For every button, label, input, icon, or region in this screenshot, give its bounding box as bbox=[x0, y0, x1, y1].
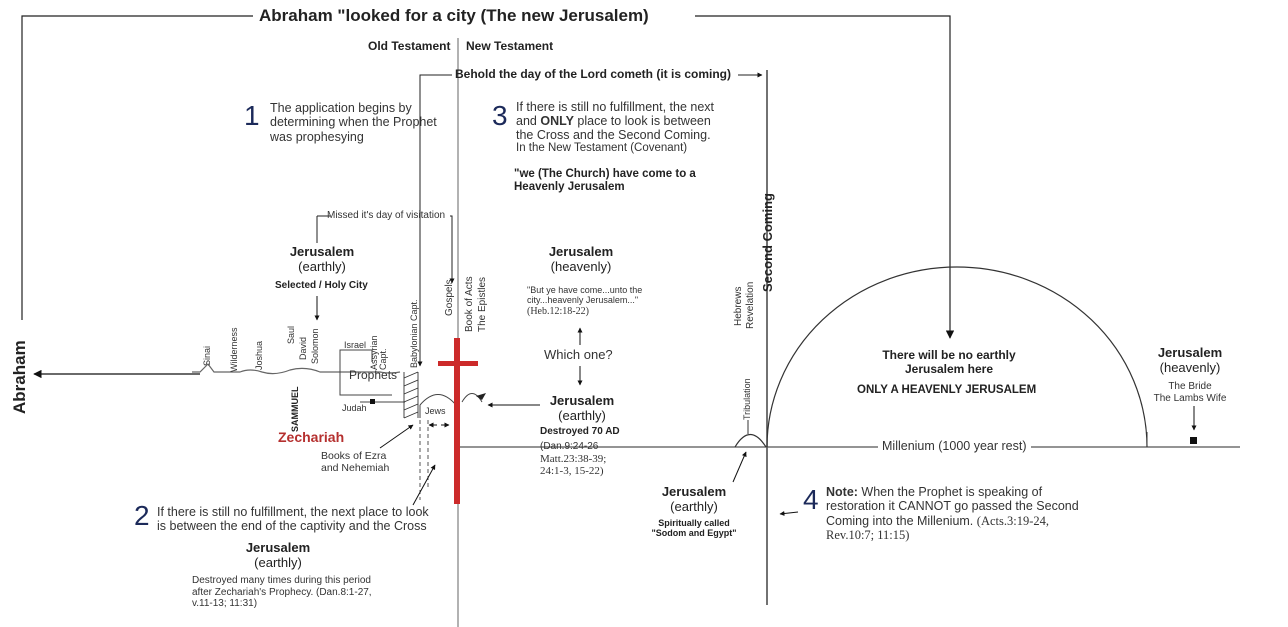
millenium-arch bbox=[766, 266, 1148, 448]
heavenly-quote: "But ye have come...unto the city...heav… bbox=[527, 285, 643, 317]
jerusalem-heavenly-nt: Jerusalem (heavenly) bbox=[548, 244, 614, 274]
no-earthly-jerusalem: There will be no earthly Jerusalem here bbox=[882, 348, 1016, 376]
abraham-label: Abraham bbox=[10, 340, 29, 414]
tribulation-arrow bbox=[732, 451, 747, 483]
samuel-label: SAMMUEL bbox=[290, 386, 300, 433]
gospels-arch bbox=[461, 393, 483, 403]
judah-label: Judah bbox=[342, 403, 367, 413]
diagram-title: Abraham "looked for a city (The new Jeru… bbox=[259, 6, 649, 25]
millenium-label: Millenium (1000 year rest) bbox=[878, 439, 1031, 454]
jerusalem-step2: Jerusalem (earthly) bbox=[245, 540, 311, 570]
step2-text: If there is still no fulfillment, the ne… bbox=[157, 505, 429, 534]
saul-label: Saul bbox=[286, 325, 296, 344]
only-heavenly-label: ONLY A HEAVENLY JERUSALEM bbox=[857, 384, 1037, 396]
revelation-label: Revelation bbox=[745, 281, 756, 329]
bride-marker bbox=[1190, 437, 1197, 444]
jews-arch bbox=[419, 394, 457, 406]
sodom-egypt: Spiritually called "Sodom and Egypt" bbox=[651, 518, 737, 539]
solomon-label: Solomon bbox=[310, 328, 320, 364]
step2-arrow bbox=[412, 464, 436, 506]
judah-marker bbox=[370, 399, 375, 404]
israel-label: Israel bbox=[344, 340, 367, 350]
tribulation-arch bbox=[734, 433, 767, 448]
step1-number: 1 bbox=[244, 100, 260, 131]
second-coming-label: Second Coming bbox=[760, 193, 775, 292]
step4-text: Note: When the Prophet is speaking of re… bbox=[826, 485, 1079, 543]
cross-horizontal bbox=[438, 361, 478, 366]
new-testament-label: New Testament bbox=[466, 39, 554, 53]
behold-bracket-left bbox=[417, 74, 452, 367]
wilderness-label: Wilderness bbox=[229, 327, 239, 372]
prophets-bracket bbox=[339, 372, 392, 396]
david-label: David bbox=[298, 336, 308, 360]
sinai-label: Sinai bbox=[202, 345, 212, 366]
joshua-label: Joshua bbox=[254, 340, 264, 370]
cross-vertical bbox=[454, 338, 460, 504]
jerusalem-tribulation: Jerusalem (earthly) bbox=[661, 484, 727, 514]
church-text: "we (The Church) have come to a Heavenly… bbox=[514, 168, 696, 194]
destroyed-70ad: Destroyed 70 AD bbox=[540, 426, 620, 437]
ezra-arrow bbox=[379, 424, 414, 449]
jews-label: Jews bbox=[425, 406, 446, 416]
step4-arrow bbox=[779, 511, 799, 516]
step2-details: Destroyed many times during this period … bbox=[192, 575, 372, 609]
step2-number: 2 bbox=[134, 500, 150, 531]
behold-label: Behold the day of the Lord cometh (it is… bbox=[455, 67, 732, 81]
gospels-label: Gospels bbox=[444, 279, 455, 316]
jerusalem-bride: Jerusalem (heavenly) bbox=[1157, 345, 1223, 375]
old-testament-label: Old Testament bbox=[368, 39, 451, 53]
destroyed-refs: (Dan.9:24-26 Matt.23:38-39; 24:1-3, 15-2… bbox=[540, 441, 607, 478]
abraham-bracket-left bbox=[21, 15, 253, 320]
zechariah-label: Zechariah bbox=[278, 429, 345, 445]
which-one-label: Which one? bbox=[544, 347, 613, 362]
epistles-label: The Epistles bbox=[477, 276, 488, 332]
step3-number: 3 bbox=[492, 100, 508, 131]
abraham-bracket-right bbox=[695, 15, 955, 339]
bride-label: The Bride The Lambs Wife bbox=[1153, 381, 1227, 404]
ezra-label: Books of Ezra and Nehemiah bbox=[321, 450, 390, 475]
captivity-hatch bbox=[403, 371, 419, 419]
jerusalem-earthly-nt: Jerusalem (earthly) bbox=[549, 393, 615, 423]
israel-bracket bbox=[339, 349, 373, 372]
tribulation-label: Tribulation bbox=[742, 378, 752, 420]
holy-city-label: Selected / Holy City bbox=[275, 280, 368, 291]
hebrews-label: Hebrews bbox=[733, 286, 744, 326]
step1-text: The application begins by determining wh… bbox=[270, 101, 437, 144]
missed-bracket-right bbox=[449, 215, 455, 284]
ot-timeline-wave bbox=[192, 363, 401, 375]
step3-text: If there is still no fulfillment, the ne… bbox=[516, 100, 715, 154]
assyrian-label: Assyrian Capt. bbox=[369, 335, 388, 370]
missed-visitation-label: Missed it's day of visitation bbox=[327, 210, 446, 221]
acts-label: Book of Acts bbox=[464, 276, 475, 332]
babylonian-label: Babylonian Capt. bbox=[409, 299, 419, 368]
jerusalem-ot: Jerusalem (earthly) bbox=[289, 244, 355, 274]
prophets-label: Prophets bbox=[349, 368, 398, 382]
step4-number: 4 bbox=[803, 484, 819, 515]
